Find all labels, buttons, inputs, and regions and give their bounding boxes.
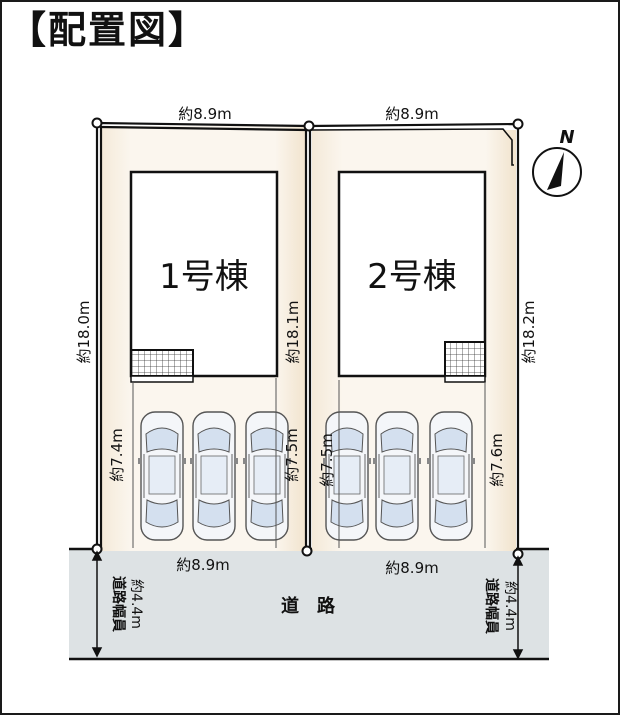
lot-1-parking-left: 約7.4m	[108, 428, 126, 481]
road-width-value-left: 約4.4m	[128, 579, 144, 629]
lot-1-parking-right: 約7.5m	[283, 428, 301, 481]
road-label: 道 路	[281, 595, 336, 617]
road-width-label-right: 道路幅員	[483, 578, 500, 634]
lot-1-name: 1号棟	[159, 257, 249, 297]
lot-2-depth-right: 約18.2m	[520, 300, 538, 363]
boundary-markers	[91, 117, 524, 560]
lot-2-parking-right: 約7.6m	[488, 433, 506, 486]
lot-1-frontage-top: 約8.9m	[178, 105, 231, 123]
lot-2	[304, 122, 520, 551]
road-width-label-left: 道路幅員	[110, 576, 127, 632]
lot-2-name: 2号棟	[367, 257, 457, 297]
compass-icon: N	[532, 127, 582, 197]
lot-1-depth-left: 約18.0m	[75, 300, 93, 363]
page-title: 【配置図】	[8, 7, 209, 52]
lot-1	[95, 121, 310, 551]
lot-2-frontage-top: 約8.9m	[385, 105, 438, 123]
road-width-value-right: 約4.4m	[502, 581, 518, 631]
lot-1-depth-right: 約18.1m	[284, 300, 302, 363]
lot-1-frontage-bottom: 約8.9m	[176, 556, 229, 574]
compass-north-label: N	[559, 127, 574, 148]
road-width-arrows	[91, 550, 524, 660]
lot-2-frontage-bottom: 約8.9m	[385, 559, 438, 577]
lot-2-parking-left: 約7.5m	[318, 433, 336, 486]
